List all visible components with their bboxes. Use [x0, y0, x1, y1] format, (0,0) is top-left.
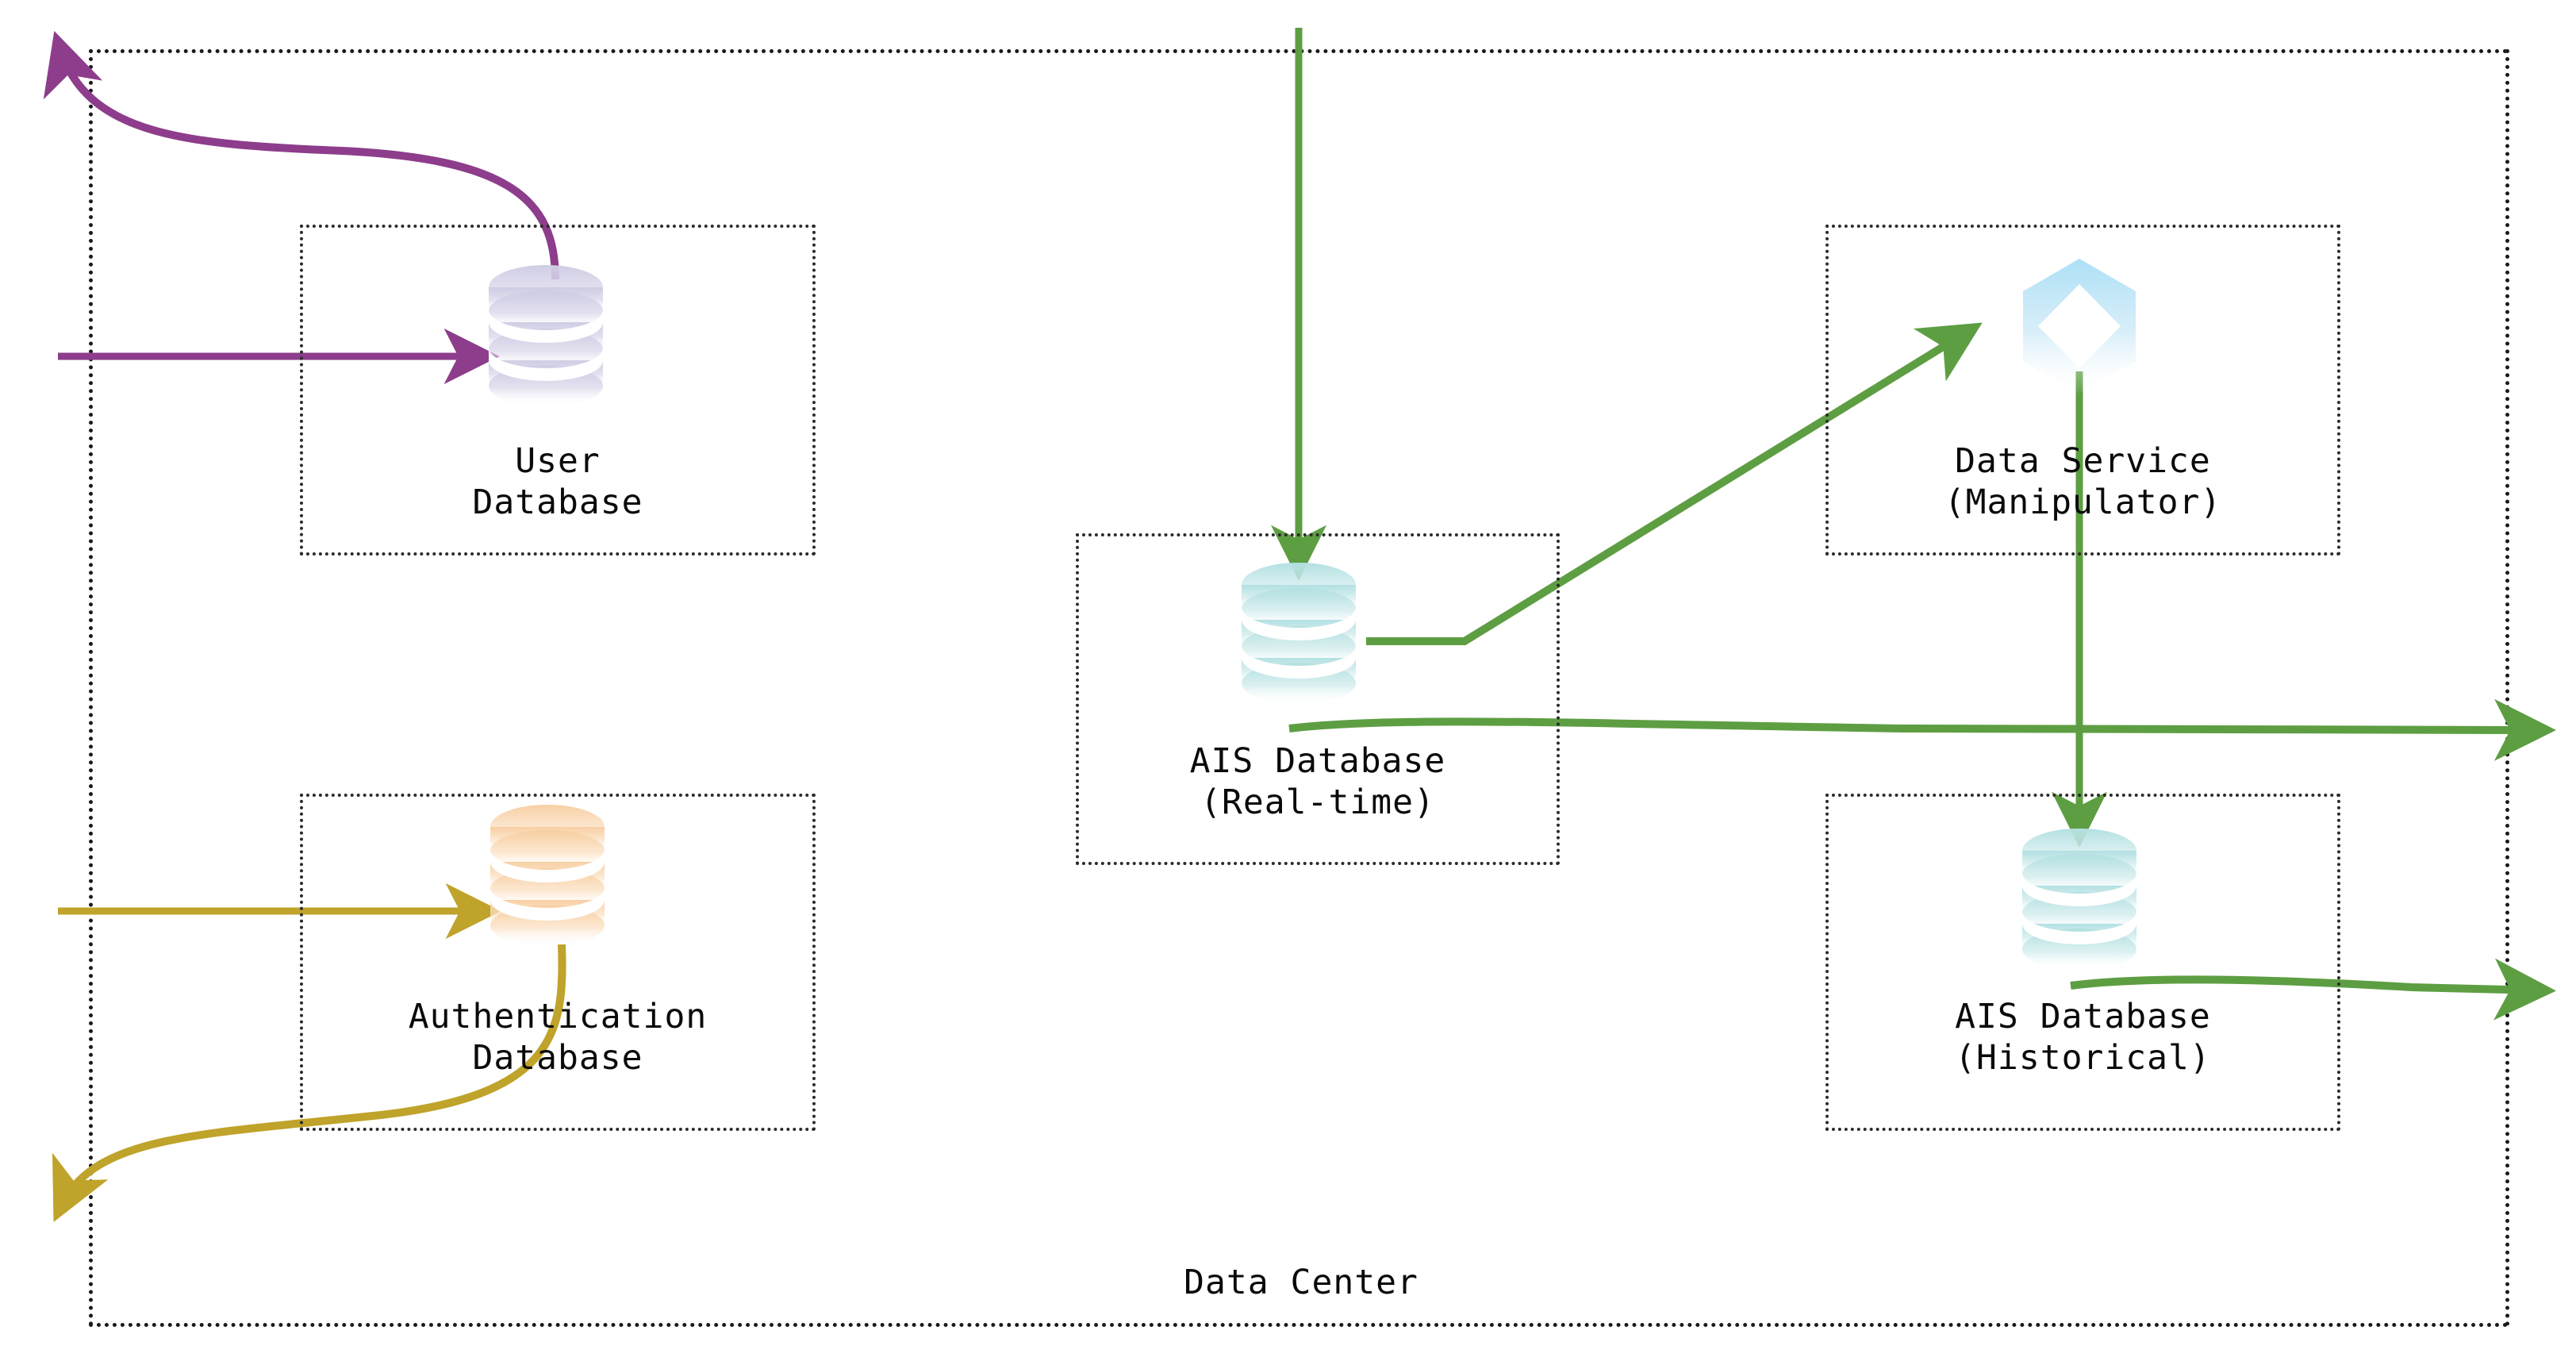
node-label-ais-database-historical-line2: (Historical): [1955, 1038, 2211, 1078]
node-ais-database-historical[interactable]: [1825, 794, 2340, 1131]
node-ais-database-realtime[interactable]: [1076, 533, 1560, 865]
node-label-authentication-database-line2: Database: [472, 1038, 643, 1078]
node-label-user-database-line1: User: [515, 441, 601, 481]
edge-out-ais-hist: [2070, 958, 2556, 1021]
database-cylinder-icon: [489, 265, 603, 406]
node-label-authentication-database-line1: Authentication: [408, 997, 708, 1036]
node-label-data-service-line2: (Manipulator): [1944, 483, 2222, 522]
node-label-user-database-line2: Database: [472, 483, 643, 522]
hexagon-service-icon: [2023, 259, 2136, 394]
database-cylinder-icon: [490, 805, 605, 946]
node-label-ais-database-realtime-line1: AIS Database: [1189, 741, 1446, 781]
database-cylinder-icon: [1242, 563, 1356, 704]
node-label-ais-database-historical-line1: AIS Database: [1955, 997, 2211, 1036]
edge-out-auth: [52, 944, 566, 1222]
edge-out-ais-realtime: [1288, 698, 2556, 761]
edge-ais-to-service: [1366, 322, 1983, 645]
node-label-ais-database-realtime-line2: (Real-time): [1200, 782, 1435, 822]
edge-out-user: [43, 31, 559, 280]
node-user-database[interactable]: [300, 225, 816, 556]
node-data-service-manipulator[interactable]: [1825, 225, 2340, 556]
node-authentication-database[interactable]: [300, 794, 816, 1131]
node-label-data-service-line1: Data Service: [1955, 441, 2211, 481]
data-center-zone-label: Data Center: [1184, 1263, 1419, 1302]
database-cylinder-icon: [2022, 829, 2136, 970]
